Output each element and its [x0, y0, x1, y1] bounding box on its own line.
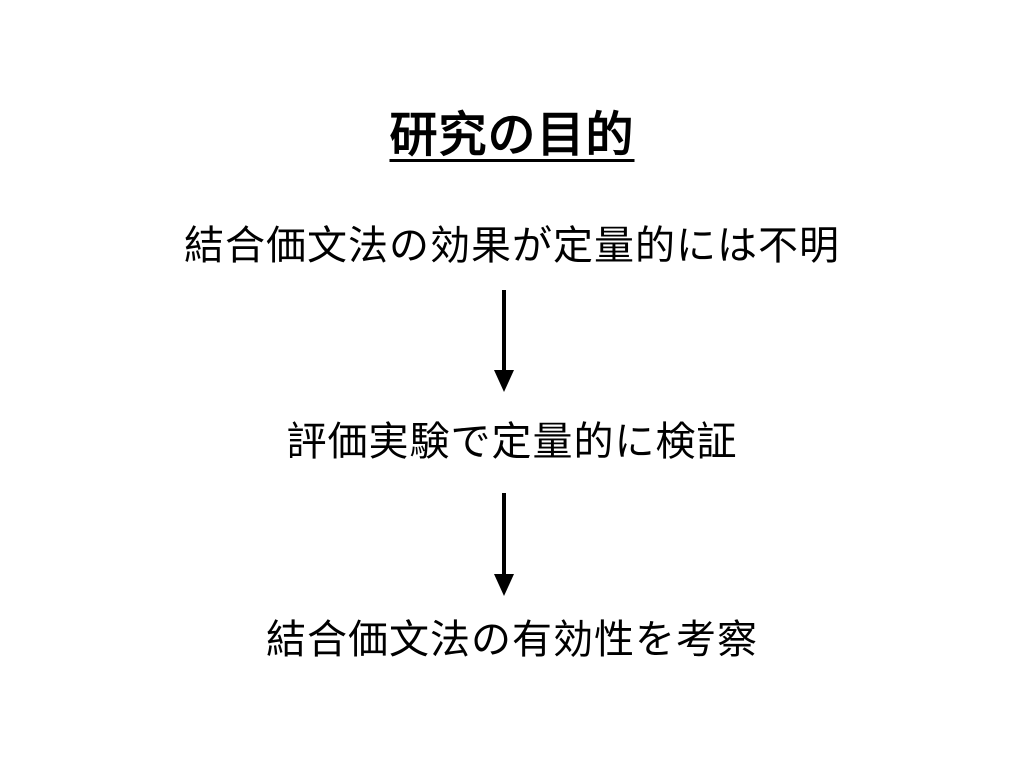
flow-step-3: 結合価文法の有効性を考察: [266, 617, 758, 663]
slide-title: 研究の目的: [0, 100, 1024, 170]
arrow-down-icon: [494, 290, 514, 392]
arrow-down-icon: [494, 493, 514, 596]
flow-step-1: 結合価文法の効果が定量的には不明: [184, 223, 840, 269]
slide-title-text: 研究の目的: [389, 107, 635, 163]
flow-step-2: 評価実験で定量的に検証: [286, 419, 738, 465]
